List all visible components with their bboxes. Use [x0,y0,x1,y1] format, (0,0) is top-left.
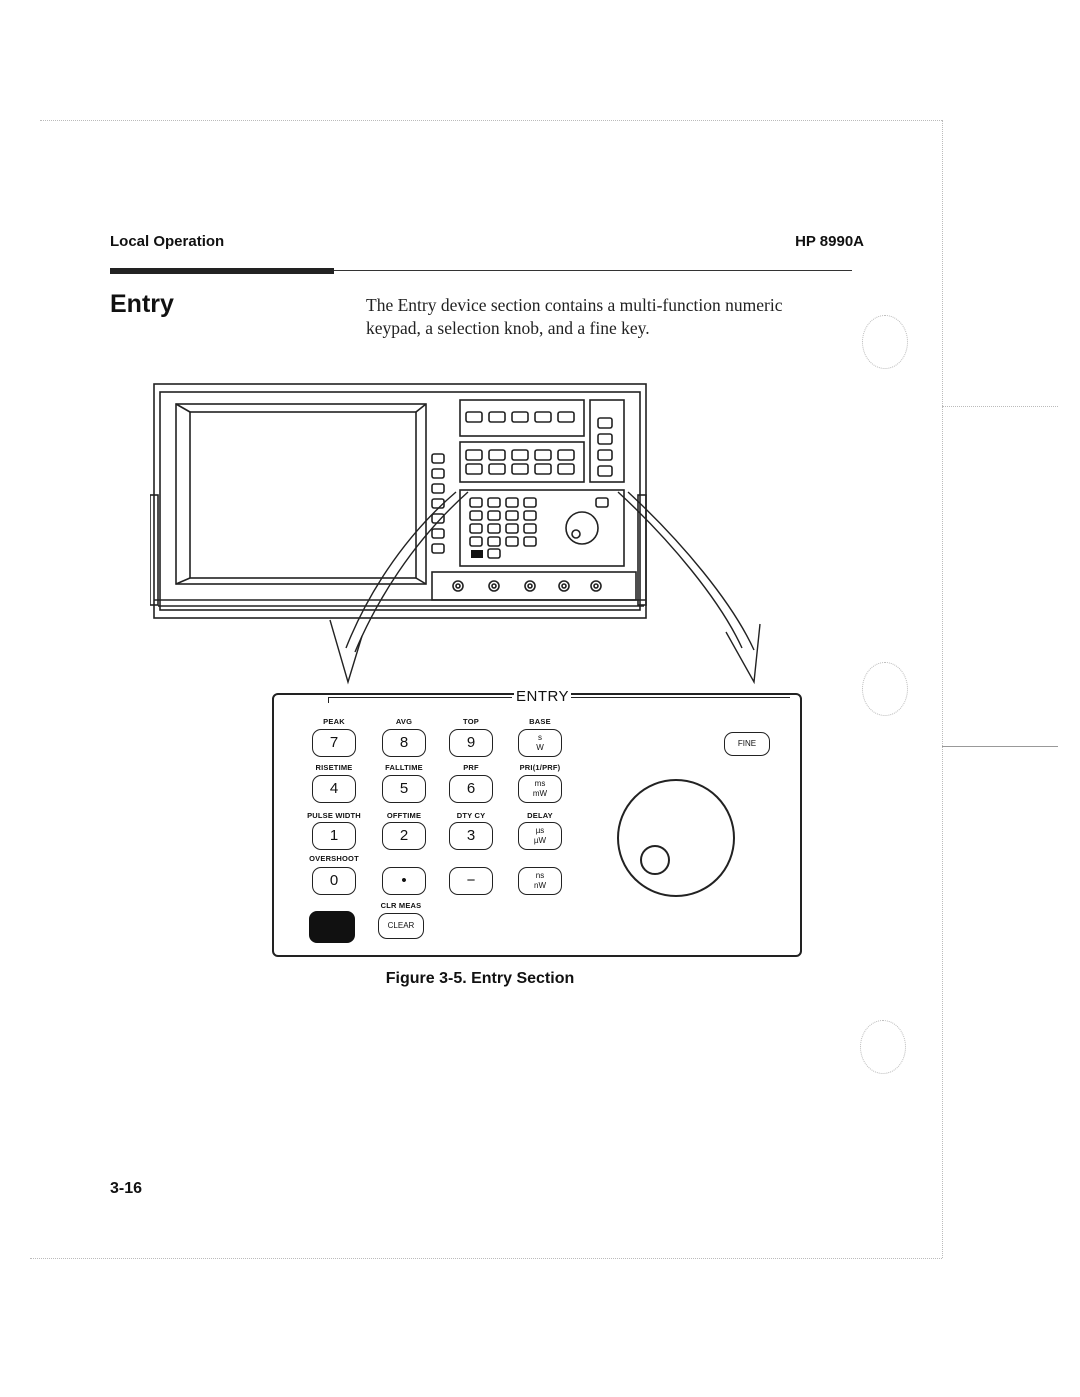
key-minus[interactable]: − [449,867,493,895]
key-us-uw-top: µs [535,826,545,835]
key-us-uw[interactable]: µs µW [518,822,562,850]
key-us-uw-bottom: µW [533,836,547,845]
fine-key[interactable]: FINE [724,732,770,756]
key-label-prf: PRF [463,763,479,772]
page-number: 3-16 [110,1180,143,1197]
tab-divider-2 [942,746,1058,747]
selection-knob[interactable] [617,779,735,897]
key-7[interactable]: 7 [312,729,356,757]
binder-hole-3 [860,1020,906,1074]
key-9[interactable]: 9 [449,729,493,757]
key-0[interactable]: 0 [312,867,356,895]
key-label-clr-meas: CLR MEAS [380,901,422,910]
key-ms-mw[interactable]: ms mW [518,775,562,803]
key-label-avg: AVG [395,717,413,726]
key-2[interactable]: 2 [382,822,426,850]
tab-divider-1 [942,406,1058,407]
running-header-model: HP 8990A [795,233,864,250]
instrument-front-panel-illustration [150,383,761,685]
key-1[interactable]: 1 [312,822,356,850]
key-ns-nw-top: ns [535,871,545,880]
key-4[interactable]: 4 [312,775,356,803]
key-5[interactable]: 5 [382,775,426,803]
clear-key[interactable]: CLEAR [378,913,424,939]
section-body: The Entry device section contains a mult… [366,295,783,338]
key-label-peak: PEAK [323,717,345,726]
scan-border-top [40,120,942,121]
binder-hole-1 [862,315,908,369]
header-rule-accent [110,268,334,274]
key-ns-nw[interactable]: ns nW [518,867,562,895]
knob-finger-dimple [640,845,670,875]
key-s-w[interactable]: s W [518,729,562,757]
key-label-delay: DELAY [527,811,553,820]
panel-top-bar-left [328,697,512,703]
scan-border-right [942,120,943,1258]
section-title: Entry [110,290,174,318]
key-ns-nw-bottom: nW [534,881,546,890]
figure-caption: Figure 3-5. Entry Section [385,970,575,987]
key-label-falltime: FALLTIME [385,763,423,772]
key-6[interactable]: 6 [449,775,493,803]
key-label-risetime: RISETIME [315,763,353,772]
running-header-section: Local Operation [110,233,225,250]
key-label-pri: PRI(1/PRF) [519,763,561,772]
scan-border-bottom [30,1258,942,1259]
key-s-w-top: s [538,733,542,742]
entry-panel-title: ENTRY [514,688,572,705]
key-label-base: BASE [529,717,551,726]
key-label-overshoot: OVERSHOOT [309,854,359,863]
binder-hole-2 [862,662,908,716]
key-label-offtime: OFFTIME [386,811,422,820]
key-s-w-bottom: W [536,743,544,752]
key-ms-mw-top: ms [534,779,546,788]
key-label-dty-cy: DTY CY [456,811,486,820]
key-label-pulse-width: PULSE WIDTH [307,811,361,820]
panel-top-bar-right [568,697,790,703]
shift-key[interactable] [309,911,355,943]
key-3[interactable]: 3 [449,822,493,850]
key-decimal-point[interactable]: • [382,867,426,895]
header-rule [110,270,852,271]
key-ms-mw-bottom: mW [532,789,548,798]
key-8[interactable]: 8 [382,729,426,757]
key-label-top: TOP [463,717,479,726]
